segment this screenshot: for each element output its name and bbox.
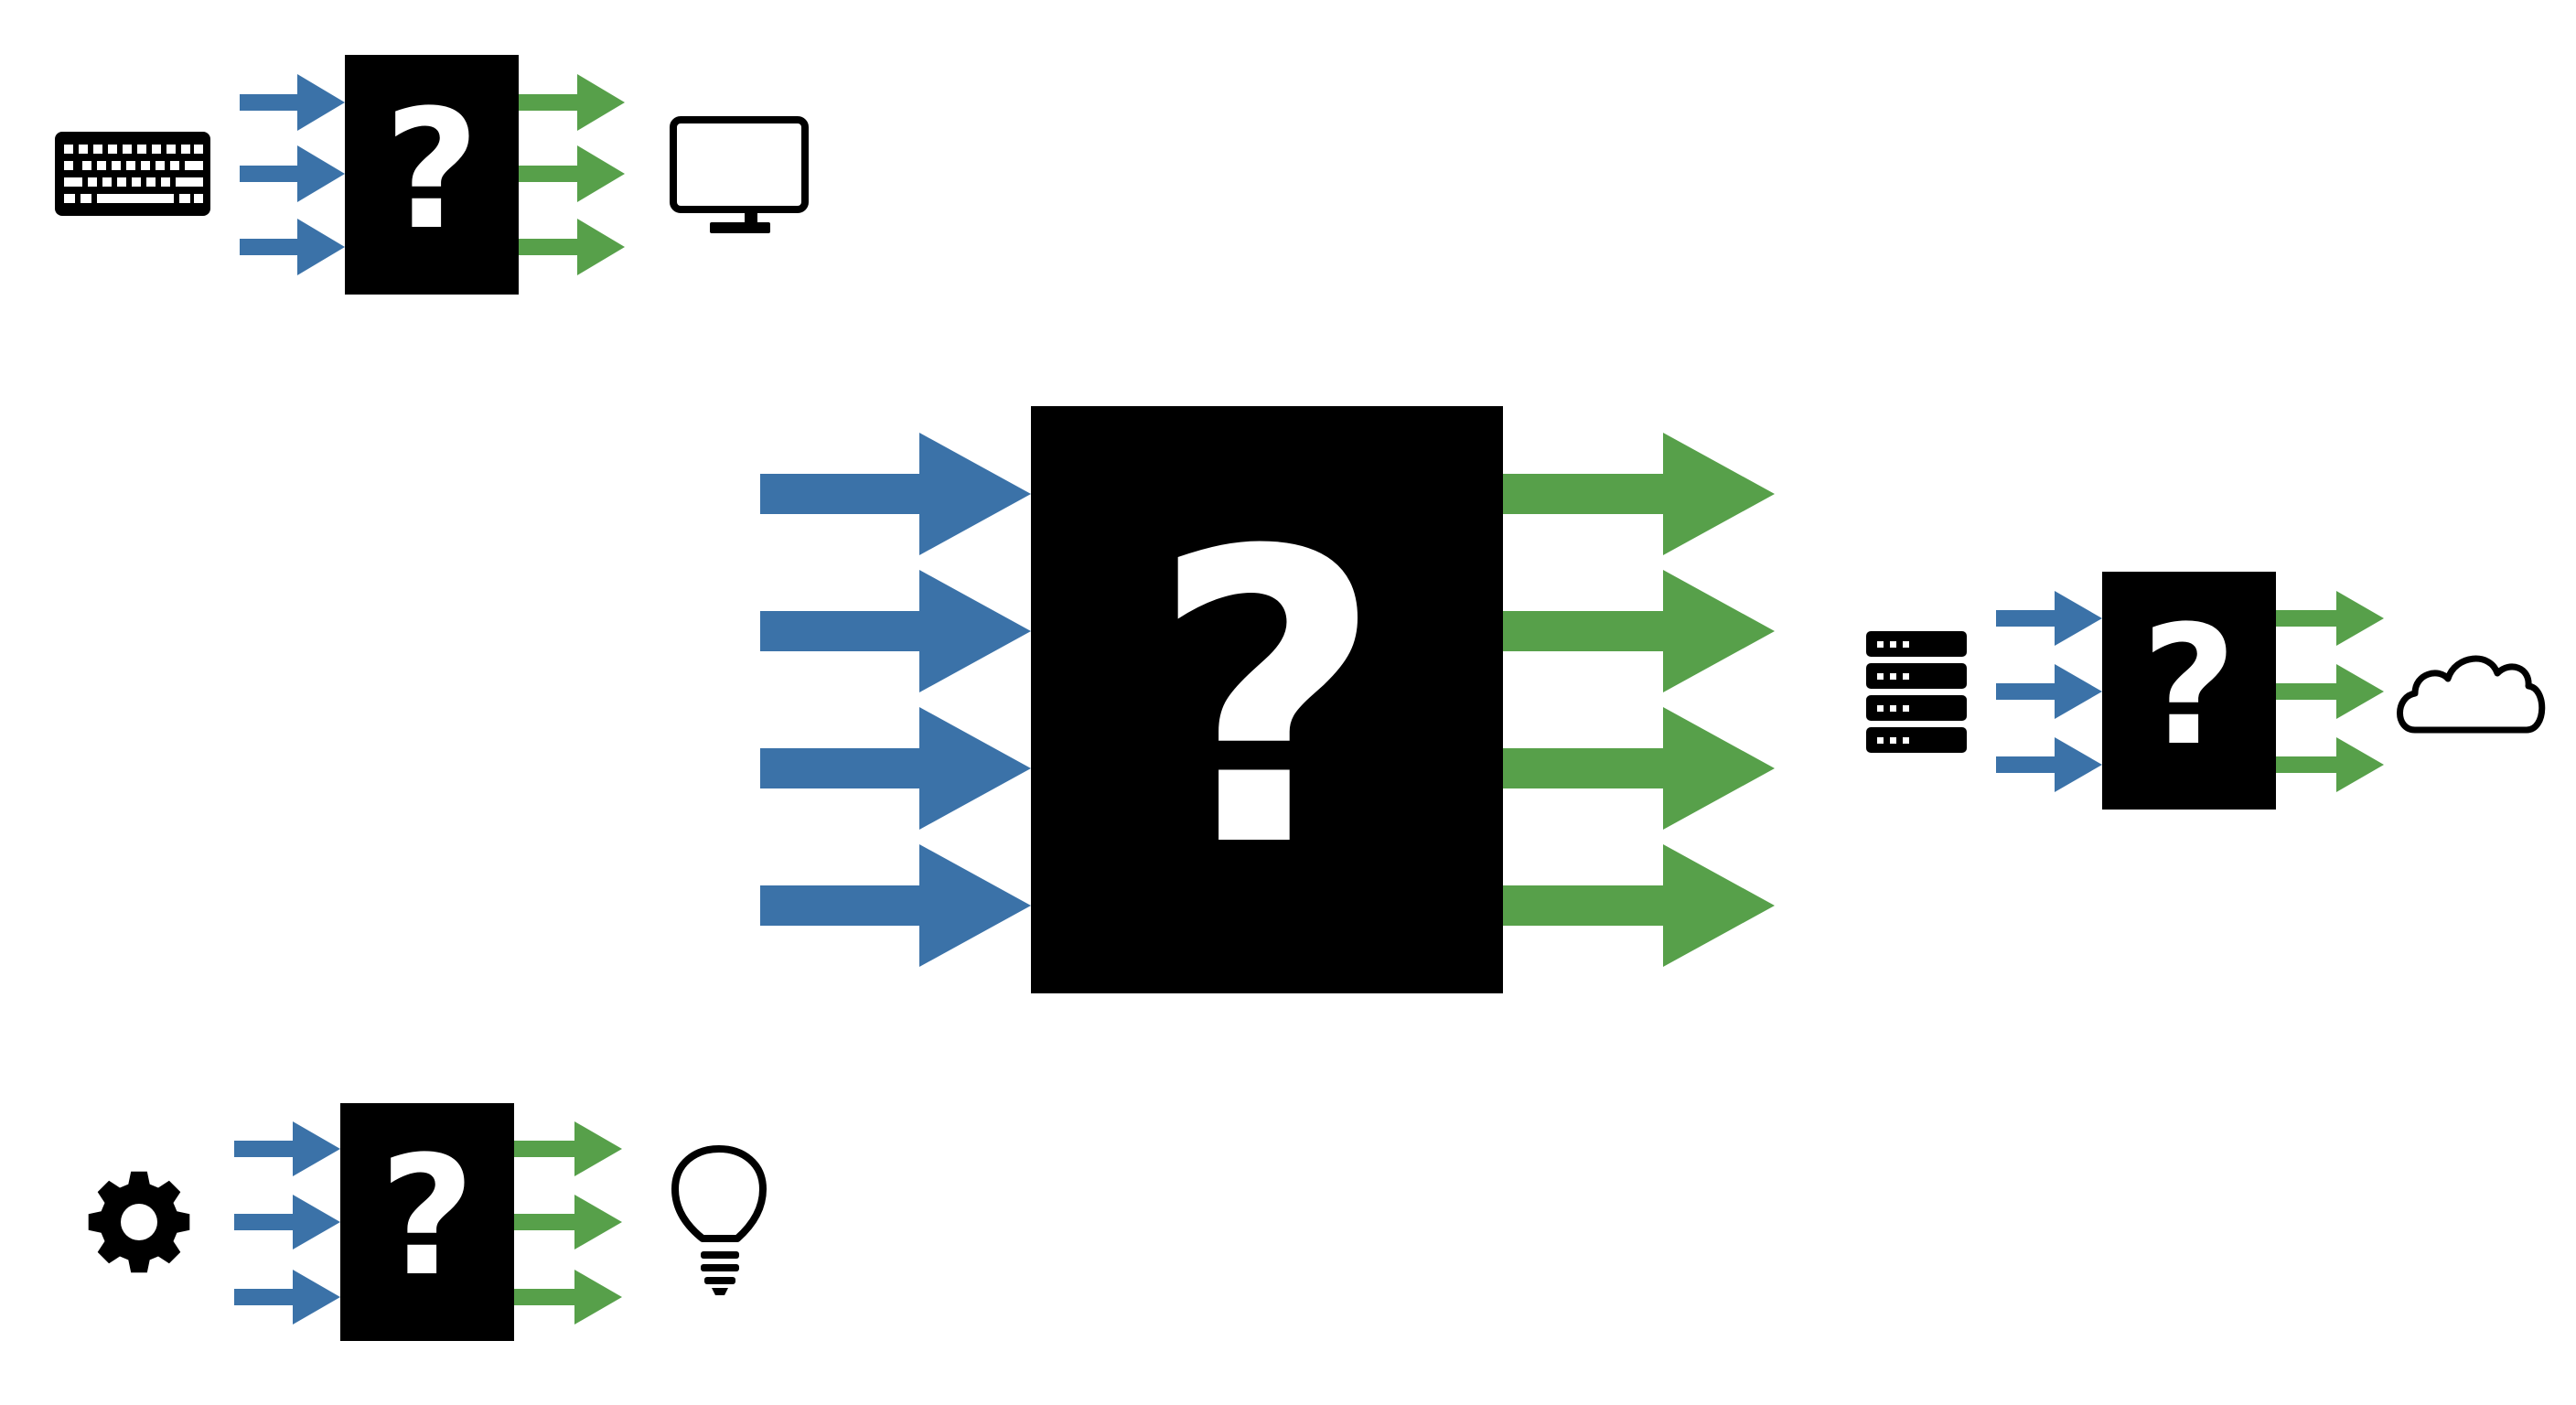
input-arrows xyxy=(1996,591,2102,792)
output-arrow xyxy=(2276,591,2384,646)
question-mark: ? xyxy=(380,1121,475,1313)
black-box xyxy=(340,1103,514,1341)
output-arrows xyxy=(2276,591,2384,792)
question-mark: ? xyxy=(2141,591,2237,782)
input-arrows xyxy=(234,1121,340,1325)
keyboard-icon xyxy=(55,132,210,216)
group-keyboard-monitor: ? xyxy=(55,55,809,295)
output-arrows xyxy=(514,1121,622,1325)
group-central: ? xyxy=(760,406,1775,993)
lightbulb-icon xyxy=(671,1145,767,1295)
cloud-icon xyxy=(2397,655,2546,734)
output-arrows xyxy=(519,74,625,275)
group-server-cloud: ? xyxy=(1866,572,2546,810)
output-arrow xyxy=(1503,707,1775,830)
black-box xyxy=(1031,406,1503,993)
input-arrows xyxy=(240,74,345,275)
input-arrow xyxy=(234,1121,340,1176)
input-arrow xyxy=(1996,664,2102,719)
gear-icon xyxy=(88,1171,190,1273)
output-arrows xyxy=(1503,433,1775,967)
question-mark: ? xyxy=(384,75,479,266)
monitor-icon xyxy=(670,116,809,233)
output-arrow xyxy=(1503,433,1775,555)
server-icon xyxy=(1866,631,1967,753)
question-mark: ? xyxy=(1150,467,1383,935)
input-arrow xyxy=(760,570,1031,692)
input-arrow xyxy=(760,433,1031,555)
input-arrow xyxy=(1996,591,2102,646)
output-arrow xyxy=(514,1121,622,1176)
input-arrow xyxy=(240,145,345,202)
output-arrow xyxy=(2276,737,2384,792)
output-arrow xyxy=(519,74,625,131)
input-arrow xyxy=(240,219,345,275)
input-arrows xyxy=(760,433,1031,967)
output-arrow xyxy=(519,219,625,275)
black-box xyxy=(2102,572,2276,810)
output-arrow xyxy=(1503,844,1775,967)
input-arrow xyxy=(1996,737,2102,792)
input-arrow xyxy=(760,844,1031,967)
output-arrow xyxy=(2276,664,2384,719)
input-arrow xyxy=(234,1195,340,1249)
black-box xyxy=(345,55,519,295)
input-arrow xyxy=(240,74,345,131)
output-arrow xyxy=(514,1195,622,1249)
output-arrow xyxy=(514,1270,622,1325)
output-arrow xyxy=(519,145,625,202)
output-arrow xyxy=(1503,570,1775,692)
group-gear-lightbulb: ? xyxy=(88,1103,767,1341)
input-arrow xyxy=(234,1270,340,1325)
input-arrow xyxy=(760,707,1031,830)
